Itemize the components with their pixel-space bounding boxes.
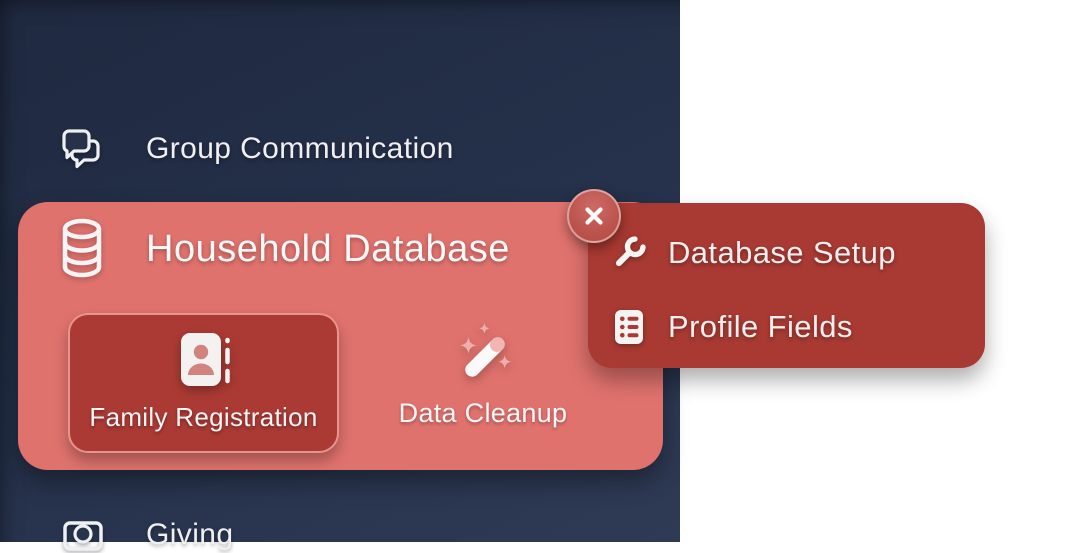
chat-bubbles-icon <box>60 127 106 171</box>
magic-wand-icon <box>452 321 514 390</box>
database-icon <box>58 218 106 280</box>
sidebar-item-label: Giving <box>146 518 234 551</box>
list-rows-icon <box>610 309 648 345</box>
menu-item-label: Profile Fields <box>668 309 853 344</box>
menu-item-label: Database Setup <box>668 235 896 270</box>
tile-label: Data Cleanup <box>398 398 568 428</box>
sidebar-item-giving[interactable]: Giving <box>60 517 233 553</box>
banknote-icon <box>60 517 106 553</box>
menu-item-profile-fields[interactable]: Profile Fields <box>610 294 985 360</box>
household-database-header[interactable]: Household Database <box>58 218 510 280</box>
sidebar-item-group-communication[interactable]: Group Communication <box>60 127 454 171</box>
household-database-panel: Household Database Family Registration <box>18 202 663 470</box>
tile-label: Family Registration <box>89 402 318 432</box>
sidebar-item-label: Group Communication <box>146 132 454 165</box>
wrench-icon <box>610 234 648 272</box>
close-button[interactable] <box>567 189 621 243</box>
family-registration-button[interactable]: Family Registration <box>68 313 339 453</box>
data-cleanup-button[interactable]: Data Cleanup <box>348 313 618 453</box>
household-flyout-menu: Database Setup Profile Fields <box>588 203 985 368</box>
contact-card-icon <box>175 329 233 396</box>
x-icon <box>581 203 607 229</box>
menu-item-database-setup[interactable]: Database Setup <box>610 220 985 286</box>
panel-title: Household Database <box>146 228 510 270</box>
